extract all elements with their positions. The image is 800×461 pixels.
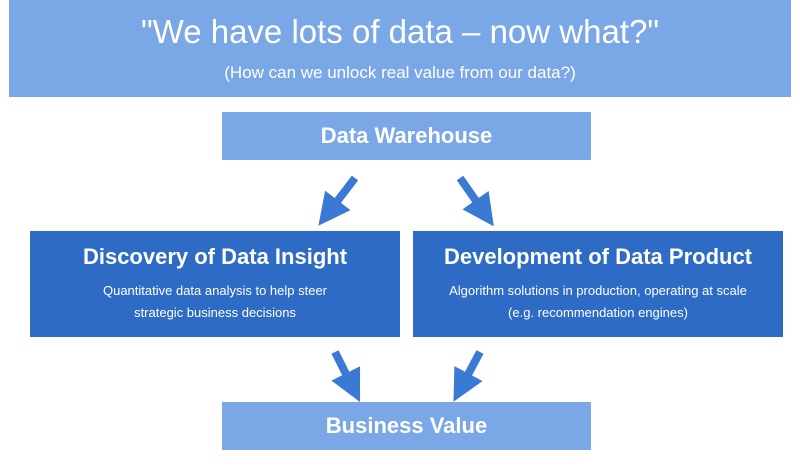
business-value-box: Business Value bbox=[222, 402, 591, 450]
header-banner: "We have lots of data – now what?" (How … bbox=[9, 0, 791, 97]
header-subtitle: (How can we unlock real value from our d… bbox=[224, 63, 576, 82]
header-title: "We have lots of data – now what?" bbox=[140, 13, 660, 50]
discovery-heading: Discovery of Data Insight bbox=[82, 244, 348, 269]
data-warehouse-label: Data Warehouse bbox=[320, 123, 493, 148]
discovery-desc-line2: strategic business decisions bbox=[134, 305, 296, 320]
arrow-to-discovery-icon bbox=[318, 175, 359, 226]
product-desc-line1: Algorithm solutions in production, opera… bbox=[449, 283, 747, 298]
product-heading: Development of Data Product bbox=[443, 244, 753, 269]
product-desc-line2: (e.g. recommendation engines) bbox=[508, 305, 688, 320]
product-description: Algorithm solutions in production, opera… bbox=[413, 280, 783, 324]
arrow-discovery-to-value-icon bbox=[331, 350, 361, 403]
discovery-description: Quantitative data analysis to help steer… bbox=[30, 280, 400, 324]
product-box: Development of Data Product Algorithm so… bbox=[413, 231, 783, 337]
discovery-box: Discovery of Data Insight Quantitative d… bbox=[30, 231, 400, 337]
arrow-to-product-icon bbox=[456, 175, 494, 227]
discovery-desc-line1: Quantitative data analysis to help steer bbox=[102, 283, 328, 298]
business-value-label: Business Value bbox=[325, 413, 488, 438]
arrow-product-to-value-icon bbox=[453, 350, 484, 402]
data-warehouse-box: Data Warehouse bbox=[222, 112, 591, 160]
